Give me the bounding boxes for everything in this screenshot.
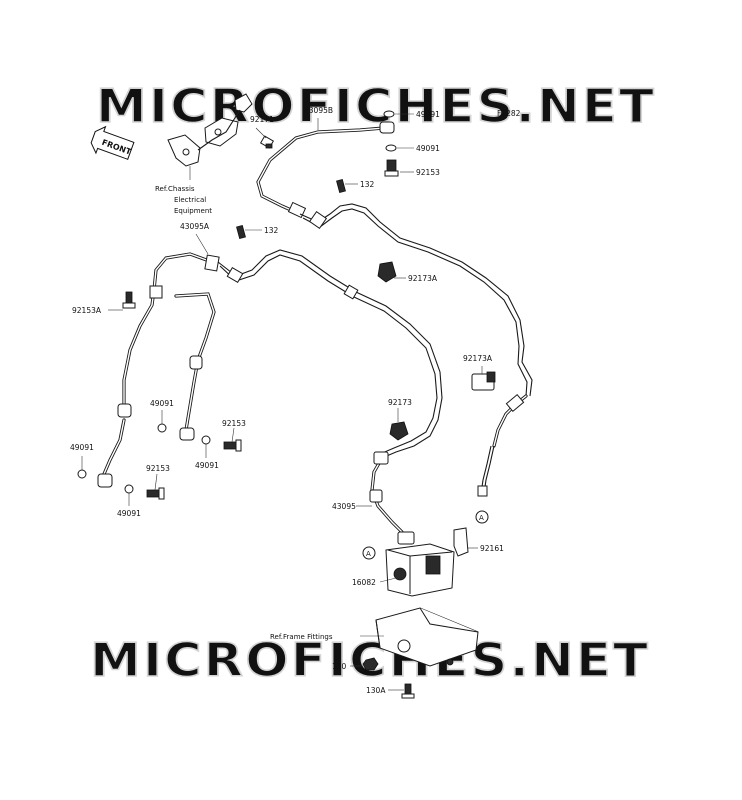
bolt-132-top [336, 178, 346, 194]
clip-92173 [389, 421, 409, 441]
part-label-92153-top: 92153 [416, 168, 440, 177]
washer-49091-mid2 [201, 435, 211, 445]
part-label-49091-mid2: 49091 [195, 461, 219, 470]
chassis-ref-label-line1: Ref.Chassis [155, 185, 195, 193]
part-label-92153A: 92153A [72, 306, 102, 315]
part-label-49091-left2: 49091 [70, 443, 94, 452]
part-label-92153-mid: 92153 [222, 419, 246, 428]
brake-pipe-middle [217, 249, 443, 459]
part-label-92161: 92161 [480, 544, 504, 553]
banjo-bolt-92153-top [384, 159, 399, 177]
diagram-code: F2282 [497, 109, 521, 118]
brake-pipe-upper [299, 203, 533, 397]
hose-right-lower [477, 393, 528, 497]
hose-43095-part [369, 451, 404, 534]
washer-49091-low [124, 484, 134, 494]
abs-mount-frame-fitting [375, 607, 479, 667]
part-label-43095A: 43095A [180, 222, 210, 231]
pipe-joint-upper [308, 210, 328, 230]
clamp-92171-part [259, 135, 275, 149]
part-label-92173: 92173 [388, 398, 412, 407]
frame-fittings-ref-label: Ref.Frame Fittings [270, 633, 333, 641]
abs-unit-16082 [385, 531, 455, 597]
callout-marker-a-abs-label: A [366, 550, 371, 558]
callout-marker-a-right-label: A [479, 514, 484, 522]
part-label-49091-low: 49091 [117, 509, 141, 518]
bolt-92153A [122, 291, 136, 309]
part-label-43095B: 43095B [304, 106, 333, 115]
part-label-16082: 16082 [352, 578, 376, 587]
callout-marker-a-right [475, 510, 489, 524]
chassis-ref-label-line3: Equipment [174, 207, 212, 215]
hose-43095B-part [256, 121, 395, 219]
banjo-fitting-mid [179, 427, 195, 441]
part-label-49091-left1: 49091 [150, 399, 174, 408]
callout-marker-a-abs [362, 546, 376, 560]
part-label-92171: 92171 [250, 115, 274, 124]
banjo-bolt-92153-low [146, 487, 165, 500]
part-label-49091-top2: 49091 [416, 144, 440, 153]
part-label-43095: 43095 [332, 502, 356, 511]
part-label-132-mid: 132 [264, 226, 279, 235]
hose-43095A-part [102, 252, 220, 476]
part-label-92173A-upper: 92173A [408, 274, 438, 283]
part-label-132-top: 132 [360, 180, 375, 189]
washer-49091-left1 [157, 423, 167, 433]
part-label-92173A-right: 92173A [463, 354, 493, 363]
chassis-ref-label-line2: Electrical [174, 196, 206, 204]
front-direction-arrow-icon: FRONT [90, 125, 135, 160]
pipe-joint-middle [226, 266, 244, 284]
washer-49091-top2 [385, 144, 397, 152]
bracket-92161 [453, 527, 469, 557]
part-label-49091-top1: 49091 [416, 110, 440, 119]
watermark-top: MICROFICHES.NET [96, 79, 656, 133]
washer-49091-top1 [383, 110, 395, 118]
clip-92173A-upper [377, 261, 397, 283]
banjo-bolt-92153-mid [223, 439, 242, 452]
nut-130 [362, 657, 379, 671]
bolt-132-mid [236, 224, 246, 240]
bolt-130A [401, 683, 415, 699]
part-label-130A: 130A [366, 686, 386, 695]
washer-49091-left2 [77, 469, 87, 479]
banjo-fitting-low [97, 473, 113, 488]
part-label-130: 130 [332, 662, 347, 671]
pipe-joint-middle-2 [343, 284, 359, 300]
chassis-bracket-part [167, 93, 253, 167]
clip-92173A-right [471, 371, 496, 391]
part-label-92153-low: 92153 [146, 464, 170, 473]
